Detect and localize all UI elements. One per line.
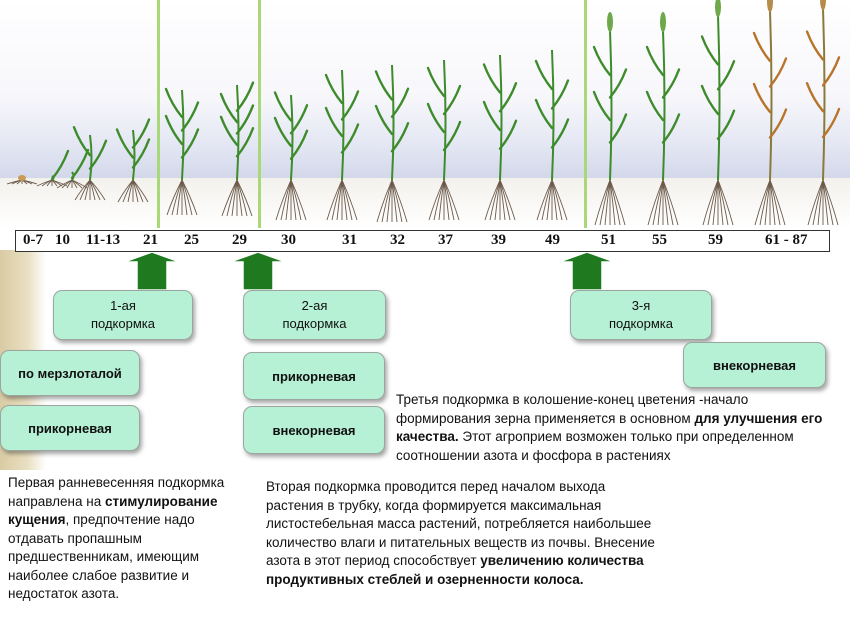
method-label: внекорневая — [272, 422, 356, 438]
note-emphasis: стимулирование кущения — [8, 493, 218, 528]
note-emphasis: для улучшения его качества. — [396, 410, 823, 445]
plant-5 — [164, 87, 200, 216]
stage-label: 37 — [438, 232, 453, 248]
plant-12 — [534, 49, 570, 221]
plant-4 — [115, 118, 151, 203]
method-frozen-soil-box: по мерзлоталой — [0, 350, 140, 396]
method-label: внекорневая — [712, 357, 796, 373]
stage-label: 0-7 — [23, 232, 43, 248]
stage-label: 39 — [491, 232, 506, 248]
method-label: прикорневая — [272, 368, 356, 384]
method-root-box: прикорневая — [243, 352, 385, 400]
stage-label: 51 — [601, 232, 616, 248]
stage-scale-bar — [15, 230, 830, 252]
plant-9 — [374, 64, 410, 223]
feeding-2-arrow-icon — [230, 252, 286, 290]
plant-8 — [324, 69, 360, 221]
stage-label: 59 — [708, 232, 723, 248]
stage-divider-3 — [584, 0, 587, 228]
plant-2 — [56, 148, 90, 189]
note-text: Первая ранневесенняя подкормка направлен… — [8, 475, 225, 509]
method-label: по мерзлоталой — [18, 365, 122, 381]
feeding-3-label: подкормка — [608, 316, 673, 331]
stage-label: 32 — [390, 232, 405, 248]
stage-label: 21 — [143, 232, 158, 248]
method-foliar-box: внекорневая — [683, 342, 826, 388]
feeding-1-number: 1-ая — [110, 298, 136, 313]
feeding-3-number: 3-я — [631, 298, 651, 313]
plant-11 — [482, 54, 518, 221]
plant-17 — [805, 0, 841, 226]
stage-label: 49 — [545, 232, 560, 248]
feeding-3-arrow-icon — [559, 252, 615, 290]
plant-growth-illustration — [6, 0, 841, 226]
stage-label: 55 — [652, 232, 667, 248]
note-text: Вторая подкормка проводится перед начало… — [266, 479, 655, 568]
feeding-3-box: 3-я подкормка — [570, 290, 712, 340]
note-text: , предпочтение надо отдавать пропашным п… — [8, 512, 200, 601]
note-emphasis: увеличению количества продуктивных стебл… — [266, 553, 644, 587]
stage-divider-1 — [157, 0, 160, 228]
soil-band — [0, 178, 850, 228]
note-text: Третья подкормка в колошение-конец цвете… — [396, 392, 749, 426]
plant-10 — [426, 59, 462, 221]
feeding-2-label: подкормка — [282, 316, 347, 331]
plant-1 — [36, 149, 70, 187]
note-second-feeding: Вторая подкормка проводится перед начало… — [266, 478, 666, 589]
stage-label: 61 - 87 — [765, 232, 808, 248]
method-root-box: прикорневая — [0, 405, 140, 451]
stage-label: 29 — [232, 232, 247, 248]
sky-background — [0, 0, 850, 178]
feeding-1-box: 1-ая подкормка — [53, 290, 193, 340]
note-first-feeding: Первая ранневесенняя подкормка направлен… — [8, 474, 243, 604]
plant-0 — [6, 175, 38, 185]
note-third-feeding: Третья подкормка в колошение-конец цвете… — [396, 391, 846, 465]
plant-3 — [72, 126, 108, 201]
method-label: прикорневая — [28, 420, 112, 436]
note-text: Этот агроприем возможен только при опред… — [396, 429, 794, 463]
stage-label: 30 — [281, 232, 296, 248]
feeding-1-arrow-icon — [124, 252, 180, 290]
feeding-2-number: 2-ая — [301, 298, 328, 313]
method-foliar-box: внекорневая — [243, 406, 385, 454]
stage-divider-2 — [258, 0, 261, 228]
plant-15 — [700, 0, 736, 226]
stage-label: 10 — [55, 232, 70, 248]
feeding-1-label: подкормка — [90, 316, 155, 331]
plant-16 — [752, 0, 788, 226]
stage-label: 31 — [342, 232, 357, 248]
stage-label: 11-13 — [86, 232, 121, 248]
plant-7 — [273, 91, 309, 221]
stage-label: 25 — [184, 232, 199, 248]
feeding-2-box: 2-ая подкормка — [243, 290, 386, 340]
plant-14 — [645, 12, 681, 226]
plant-6 — [219, 81, 255, 217]
plant-13 — [592, 12, 628, 226]
